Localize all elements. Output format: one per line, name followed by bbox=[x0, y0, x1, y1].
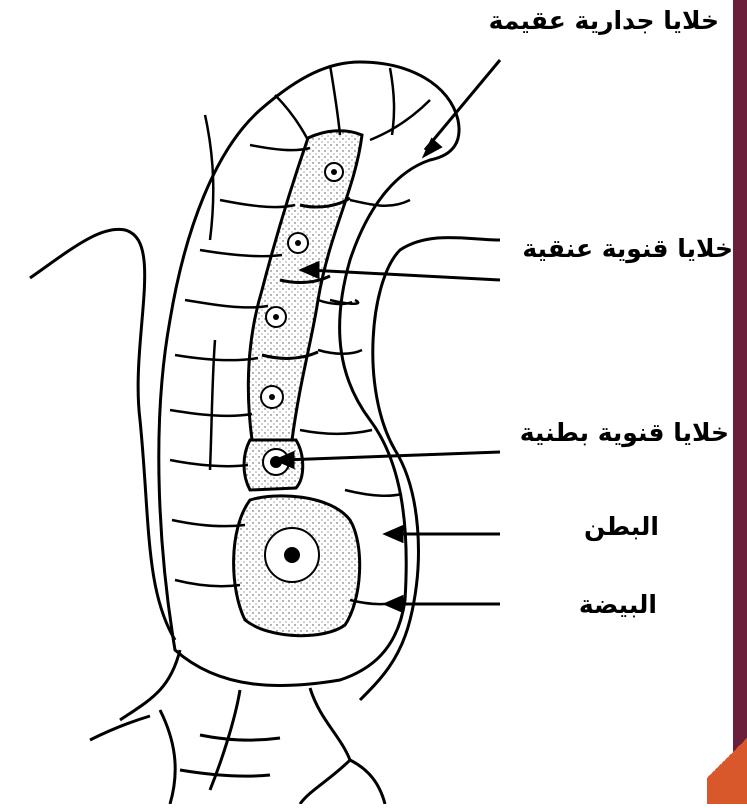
slide-accent-bar bbox=[733, 0, 747, 804]
label-egg: البيضة bbox=[579, 592, 657, 617]
label-sterile-jacket-cells: خلايا جدارية عقيمة bbox=[489, 8, 719, 33]
right-tissue-line bbox=[360, 238, 500, 701]
basal-tissue-walls bbox=[90, 650, 385, 804]
left-tissue-line bbox=[30, 229, 175, 640]
label-neck-canal-cells: خلايا قنوية عنقية bbox=[522, 236, 733, 261]
egg-nucleus bbox=[284, 547, 300, 563]
slide-accent-corner bbox=[707, 734, 747, 804]
label-venter-canal-cell: خلايا قنوية بطنية bbox=[520, 420, 729, 445]
label-venter: البطن bbox=[584, 514, 659, 539]
